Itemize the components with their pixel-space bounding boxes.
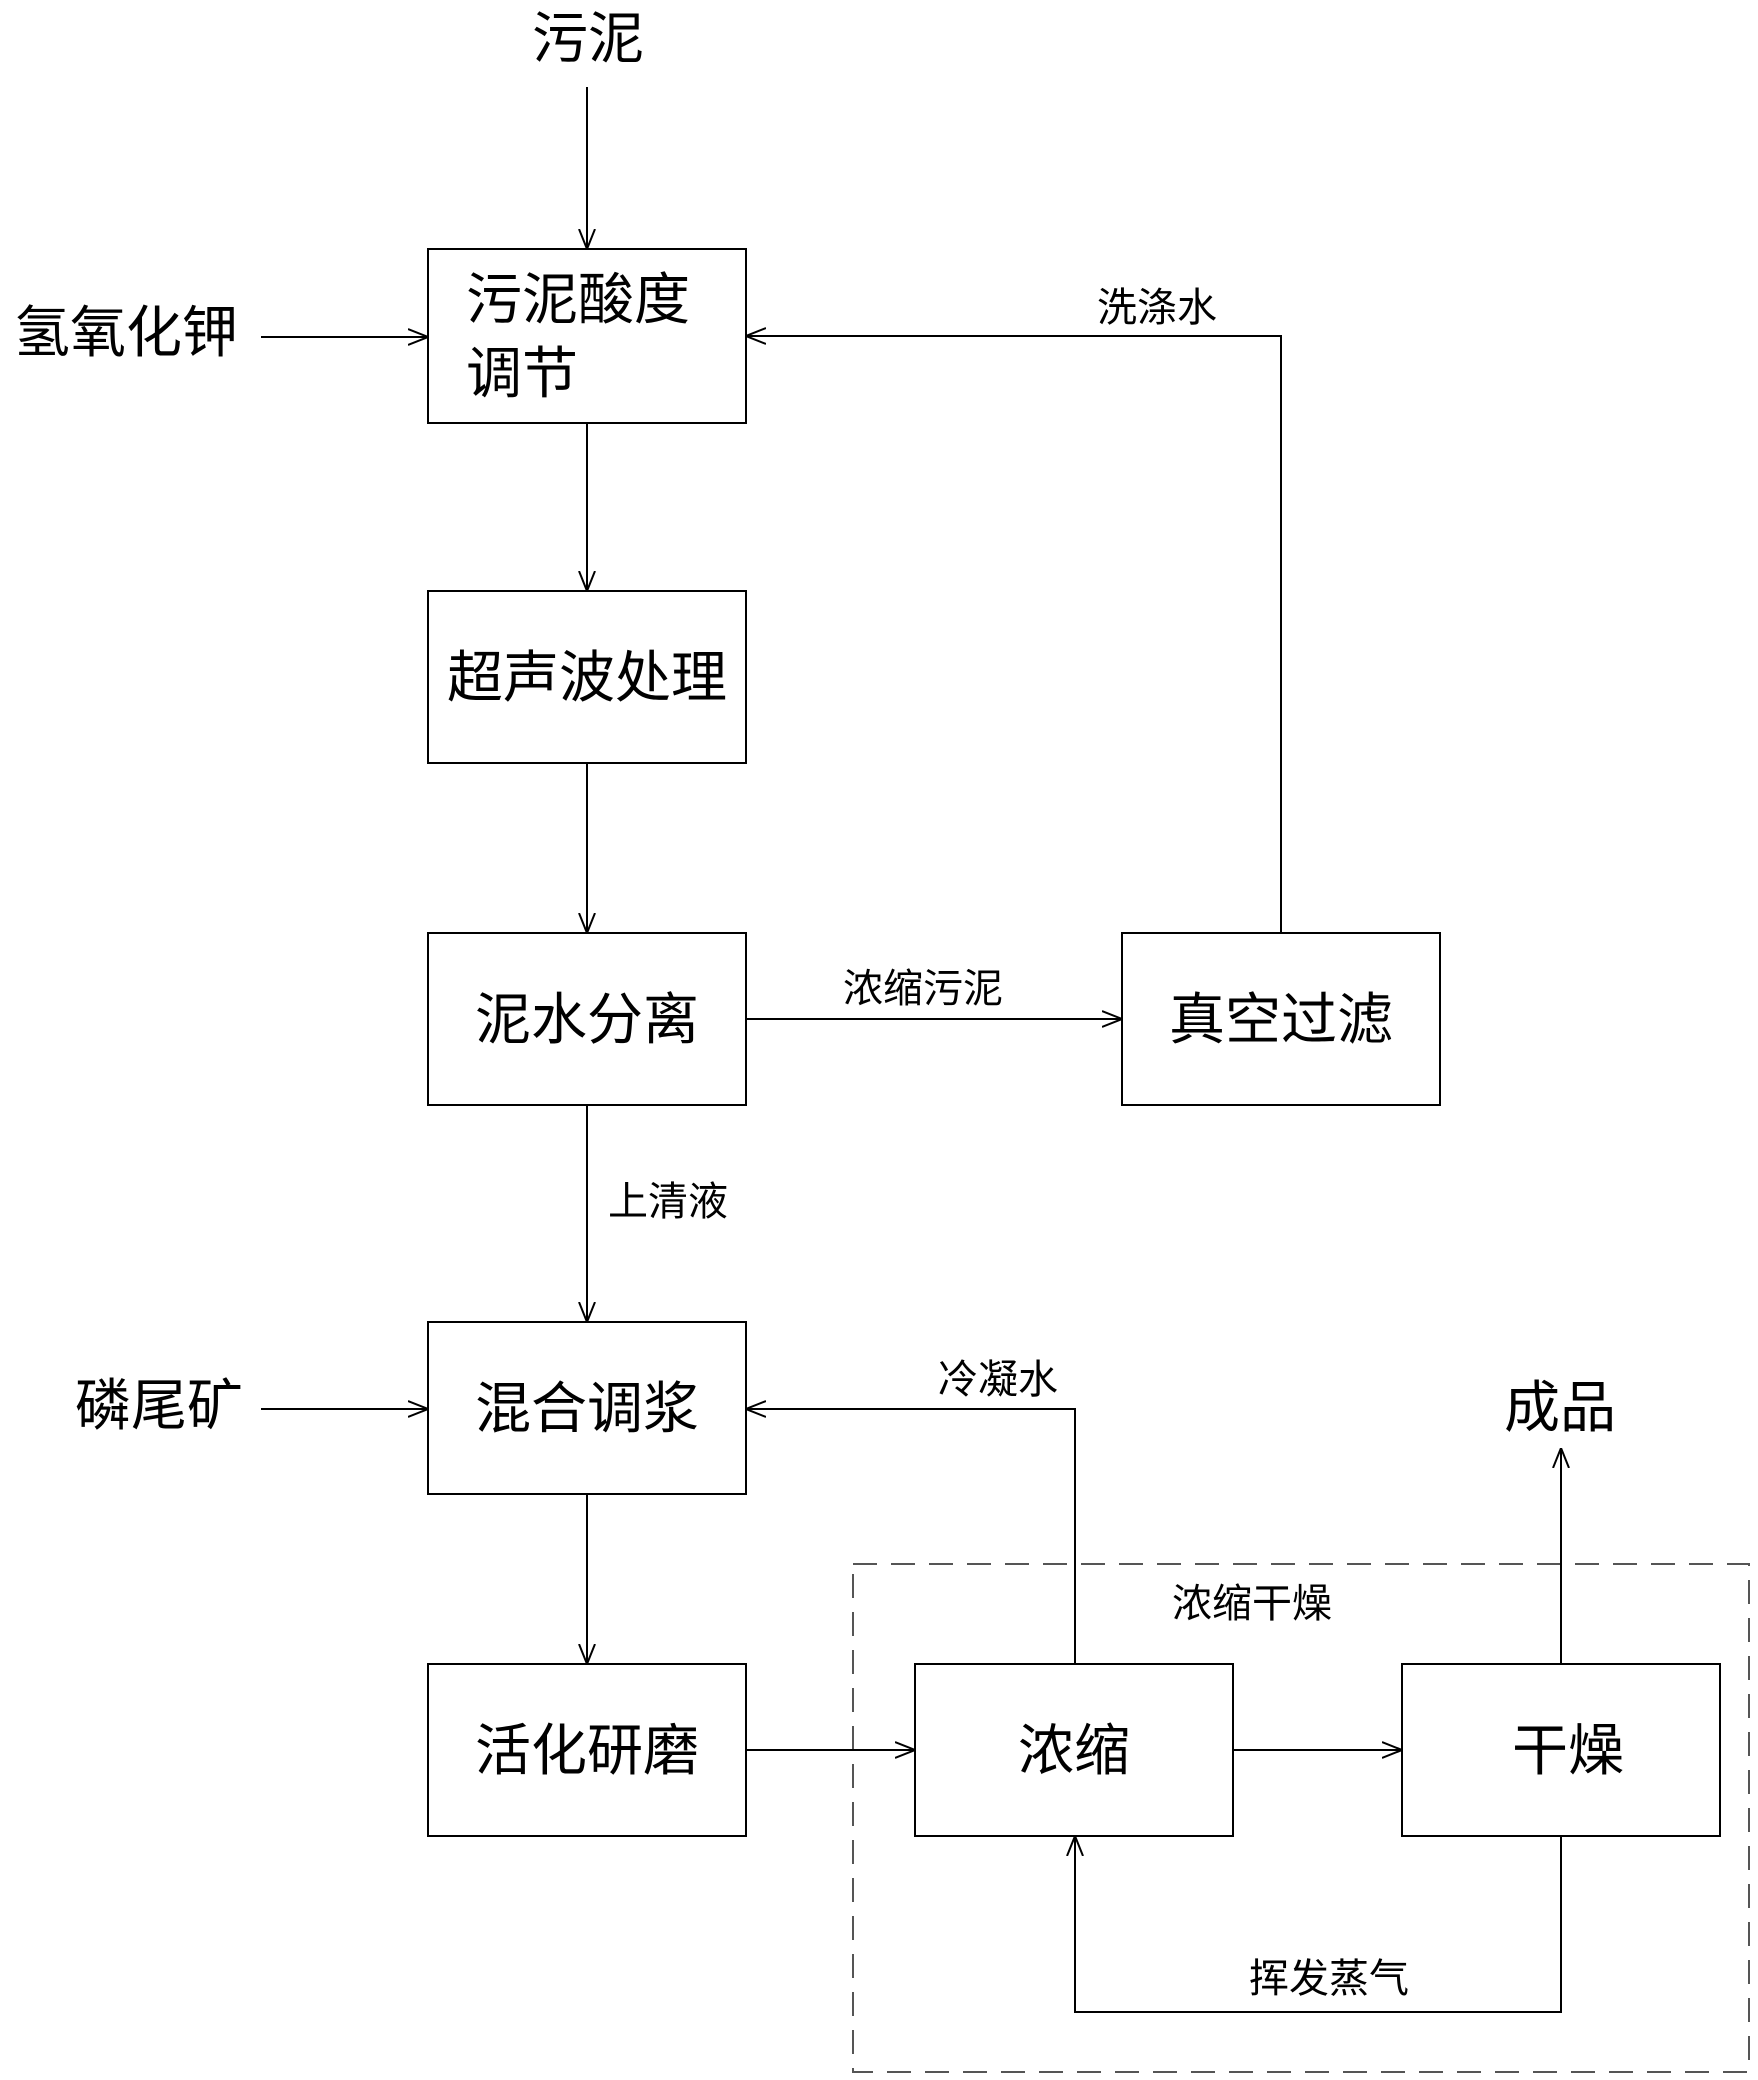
product-output-label: 成品 <box>1504 1376 1616 1441</box>
separation-label: 泥水分离 <box>475 988 699 1053</box>
concentrate-label: 浓缩 <box>1018 1719 1130 1784</box>
arrow-condensate-return <box>746 1409 1076 1664</box>
activation-grinding-label: 活化研磨 <box>475 1719 699 1784</box>
concentrate-dry-group-border <box>852 1563 1750 2073</box>
arrow-volatile-steam-return <box>1075 1836 1562 2013</box>
acid-adjust-label-line2: 调节 <box>466 342 578 407</box>
ultrasonic-label: 超声波处理 <box>447 646 727 711</box>
wash-water-label: 洗涤水 <box>1097 285 1217 331</box>
mix-slurry-label: 混合调浆 <box>475 1377 699 1442</box>
sludge-input-label: 污泥 <box>532 7 644 72</box>
koh-input-label: 氢氧化钾 <box>14 301 238 366</box>
thick-sludge-label: 浓缩污泥 <box>843 966 1003 1012</box>
dry-label: 干燥 <box>1512 1719 1624 1784</box>
condensate-label: 冷凝水 <box>938 1357 1058 1403</box>
vacuum-filter-label: 真空过滤 <box>1169 988 1393 1053</box>
ultrasonic-box <box>427 590 747 764</box>
acid-adjust-label-line1: 污泥酸度 <box>466 268 690 333</box>
volatile-steam-label: 挥发蒸气 <box>1249 1956 1409 2002</box>
concentrate-dry-group-label: 浓缩干燥 <box>1172 1581 1332 1627</box>
tailings-input-label: 磷尾矿 <box>75 1374 243 1439</box>
arrow-wash-water-return <box>746 336 1282 933</box>
supernatant-label: 上清液 <box>608 1179 728 1225</box>
acid-adjust-box <box>427 248 747 424</box>
dry-box <box>1401 1663 1721 1837</box>
